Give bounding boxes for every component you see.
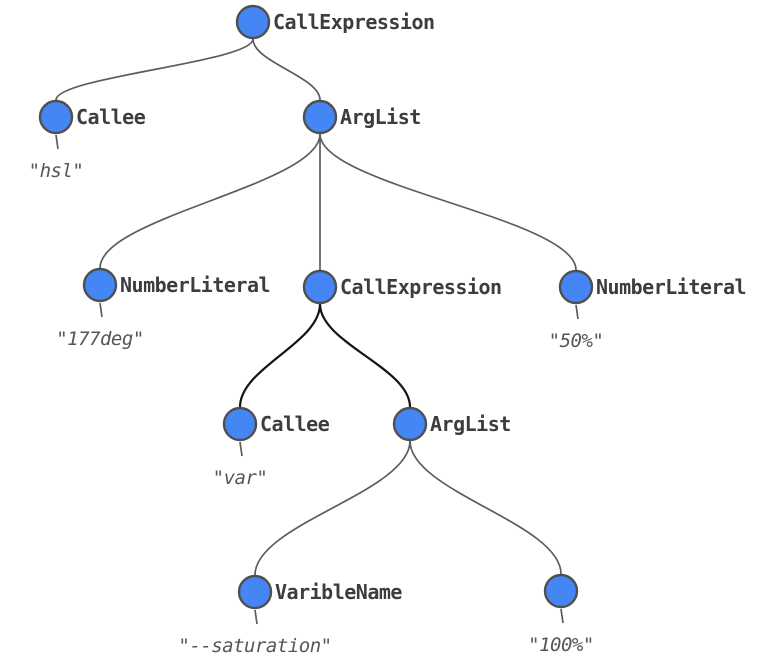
tree-node-numberliteral[interactable] [558,269,594,305]
tree-edge [409,440,562,575]
tree-node-callexpression[interactable] [302,269,338,305]
node-label: VaribleName [275,580,402,604]
value-connector-line [254,609,258,625]
tree-edge-highlighted [238,302,322,409]
tree-node-numberliteral[interactable] [82,267,118,303]
node-value: "var" [212,467,268,489]
node-label: CallExpression [340,275,502,299]
value-connector-line [55,134,59,150]
node-label: Callee [260,412,330,436]
node-label: ArgList [340,105,421,129]
tree-node-arglist[interactable] [392,406,428,442]
tree-node-callee[interactable] [38,99,74,135]
node-label: NumberLiteral [120,273,271,297]
tree-edge [99,133,321,269]
node-label: CallExpression [273,10,435,34]
tree-edge [254,440,411,576]
node-label: NumberLiteral [596,275,747,299]
node-value: "100%" [528,634,594,656]
node-value: "177deg" [56,328,144,350]
node-label: Callee [76,105,146,129]
node-value: "--saturation" [178,635,332,657]
tree-node-callexpression[interactable] [235,4,271,40]
node-label: ArgList [430,412,511,436]
tree-node-arglist[interactable] [302,99,338,135]
tree-edge [252,38,321,101]
value-connector-line [99,302,103,318]
node-value: "hsl" [28,160,84,182]
value-connector-line [560,608,564,624]
value-connector-line [575,304,579,320]
node-value: "50%" [548,330,604,352]
value-connector-line [239,441,243,457]
tree-node-variblename[interactable] [237,574,273,610]
tree-edge-highlighted [318,302,412,409]
tree-edge [55,38,254,101]
tree-node-callee[interactable] [222,406,258,442]
tree-node-unlabeled[interactable] [543,573,579,609]
tree-edge [319,133,577,271]
